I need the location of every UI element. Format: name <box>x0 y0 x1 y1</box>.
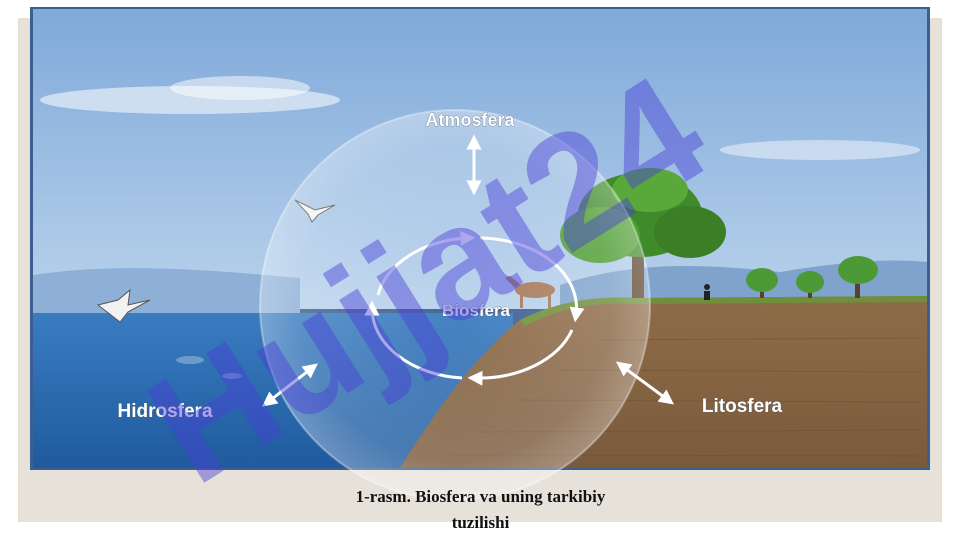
label-hydrosphere: Hidrosfera <box>117 401 212 422</box>
label-lithosphere: Litosfera <box>702 396 783 417</box>
cloud <box>720 140 920 160</box>
caption-line-2: tuzilishi <box>451 513 510 532</box>
caption-line-1: 1-rasm. Biosfera va uning tarkibiy <box>355 487 606 506</box>
hydrosphere-arrow <box>262 363 318 407</box>
biosphere-cycle <box>364 230 585 386</box>
label-biosphere: Biosfera <box>442 301 511 320</box>
illustration: Atmosfera Biosfera Hidrosfera Litosfera <box>30 7 930 501</box>
grass-edge <box>520 296 927 326</box>
biosphere-globe <box>259 109 651 501</box>
figure-caption: 1-rasm. Biosfera va uning tarkibiy tuzil… <box>250 484 711 536</box>
small-trees <box>746 256 878 298</box>
cloud <box>170 76 310 100</box>
lithosphere-arrow <box>615 361 675 405</box>
distant-hills <box>33 268 300 320</box>
person <box>704 284 710 300</box>
fish <box>176 356 242 379</box>
label-atmosphere: Atmosfera <box>425 110 515 130</box>
